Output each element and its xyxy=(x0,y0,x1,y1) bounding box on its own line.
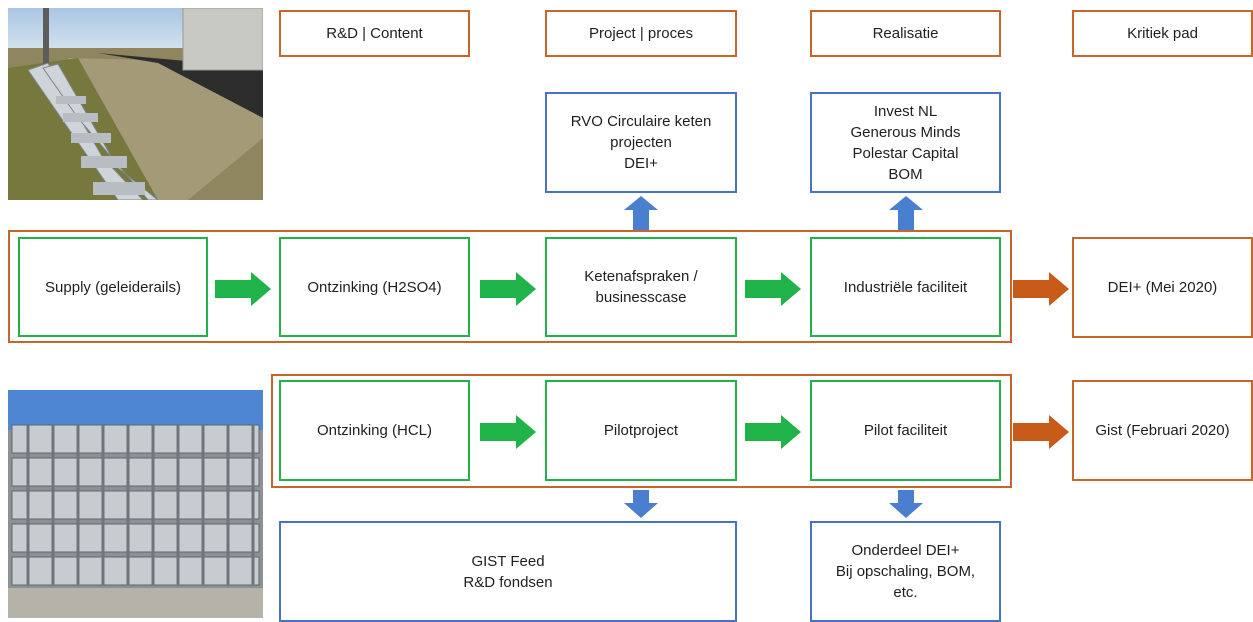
funding-onderdeel-box: Onderdeel DEI+ Bij opschaling, BOM, etc. xyxy=(810,521,1001,622)
ketenafspraken-line-2: businesscase xyxy=(595,289,687,306)
funding-invest-line-4: BOM xyxy=(888,165,923,183)
arrow-up-invest xyxy=(889,196,923,230)
supply-label: Supply (geleiderails) xyxy=(45,278,181,296)
arrow-right-2 xyxy=(480,272,536,306)
arrow-right-4 xyxy=(480,415,536,449)
arrow-right-critical-1 xyxy=(1013,272,1069,306)
main-process-frame xyxy=(8,230,1012,343)
arrow-right-1 xyxy=(215,272,271,306)
funding-gist-line-1: GIST Feed xyxy=(471,552,545,570)
dei-mei-2020-box: DEI+ (Mei 2020) xyxy=(1072,237,1253,338)
funding-invest-line-3: Polestar Capital xyxy=(852,144,959,162)
stacked-guardrails-photo xyxy=(8,390,263,618)
gist-februari-2020-label: Gist (Februari 2020) xyxy=(1095,422,1230,439)
industriele-faciliteit-box: Industriële faciliteit xyxy=(810,237,1001,337)
pilotproject-label: Pilotproject xyxy=(603,422,679,439)
arrow-down-gist xyxy=(624,490,658,518)
industriele-faciliteit-label: Industriële faciliteit xyxy=(843,278,968,296)
funding-rvo-line-3: DEI+ xyxy=(624,155,658,172)
arrow-right-5 xyxy=(745,415,801,449)
header-realisatie-label: Realisatie xyxy=(872,25,939,42)
ontzinking-h2so4-label: Ontzinking (H2SO4) xyxy=(307,278,442,296)
header-kritiek-label: Kritiek pad xyxy=(1127,25,1198,42)
funding-rvo-box: RVO Circulaire keten projecten DEI+ xyxy=(545,92,737,193)
ketenafspraken-box: Ketenafspraken / businesscase xyxy=(545,237,737,337)
arrow-right-3 xyxy=(745,272,801,306)
funding-invest-box: Invest NL Generous Minds Polestar Capita… xyxy=(810,92,1001,193)
header-kritiek-pad: Kritiek pad xyxy=(1072,10,1253,57)
arrow-up-rvo xyxy=(624,196,658,230)
pilotproject-box: Pilotproject xyxy=(545,380,737,481)
funding-gist-line-2: R&D fondsen xyxy=(463,573,553,591)
dei-mei-2020-label: DEI+ (Mei 2020) xyxy=(1107,279,1218,296)
arrow-down-onderdeel xyxy=(889,490,923,518)
header-project-proces: Project | proces xyxy=(545,10,737,57)
header-rd-content: R&D | Content xyxy=(279,10,470,57)
ketenafspraken-line-1: Ketenafspraken / xyxy=(584,268,698,285)
funding-invest-line-2: Generous Minds xyxy=(850,123,961,141)
pilot-process-frame xyxy=(271,374,1012,488)
supply-box: Supply (geleiderails) xyxy=(18,237,208,337)
gist-februari-2020-box: Gist (Februari 2020) xyxy=(1072,380,1253,481)
header-realisatie: Realisatie xyxy=(810,10,1001,57)
funding-onderdeel-line-3: etc. xyxy=(893,584,918,601)
header-rd-label: R&D | Content xyxy=(326,25,423,42)
pilot-faciliteit-box: Pilot faciliteit xyxy=(810,380,1001,481)
funding-onderdeel-line-2: Bij opschaling, BOM, xyxy=(835,563,976,580)
guardrail-road-photo xyxy=(8,8,263,200)
funding-onderdeel-line-1: Onderdeel DEI+ xyxy=(851,542,960,559)
funding-invest-line-1: Invest NL xyxy=(873,102,938,120)
header-project-label: Project | proces xyxy=(589,25,693,42)
ontzinking-hcl-label: Ontzinking (HCL) xyxy=(316,422,433,439)
ontzinking-hcl-box: Ontzinking (HCL) xyxy=(279,380,470,481)
funding-gist-box: GIST Feed R&D fondsen xyxy=(279,521,737,622)
funding-rvo-line-2: projecten xyxy=(610,134,672,151)
ontzinking-h2so4-box: Ontzinking (H2SO4) xyxy=(279,237,470,337)
pilot-faciliteit-label: Pilot faciliteit xyxy=(863,422,948,439)
funding-rvo-line-1: RVO Circulaire keten xyxy=(570,113,712,130)
arrow-right-critical-2 xyxy=(1013,415,1069,449)
